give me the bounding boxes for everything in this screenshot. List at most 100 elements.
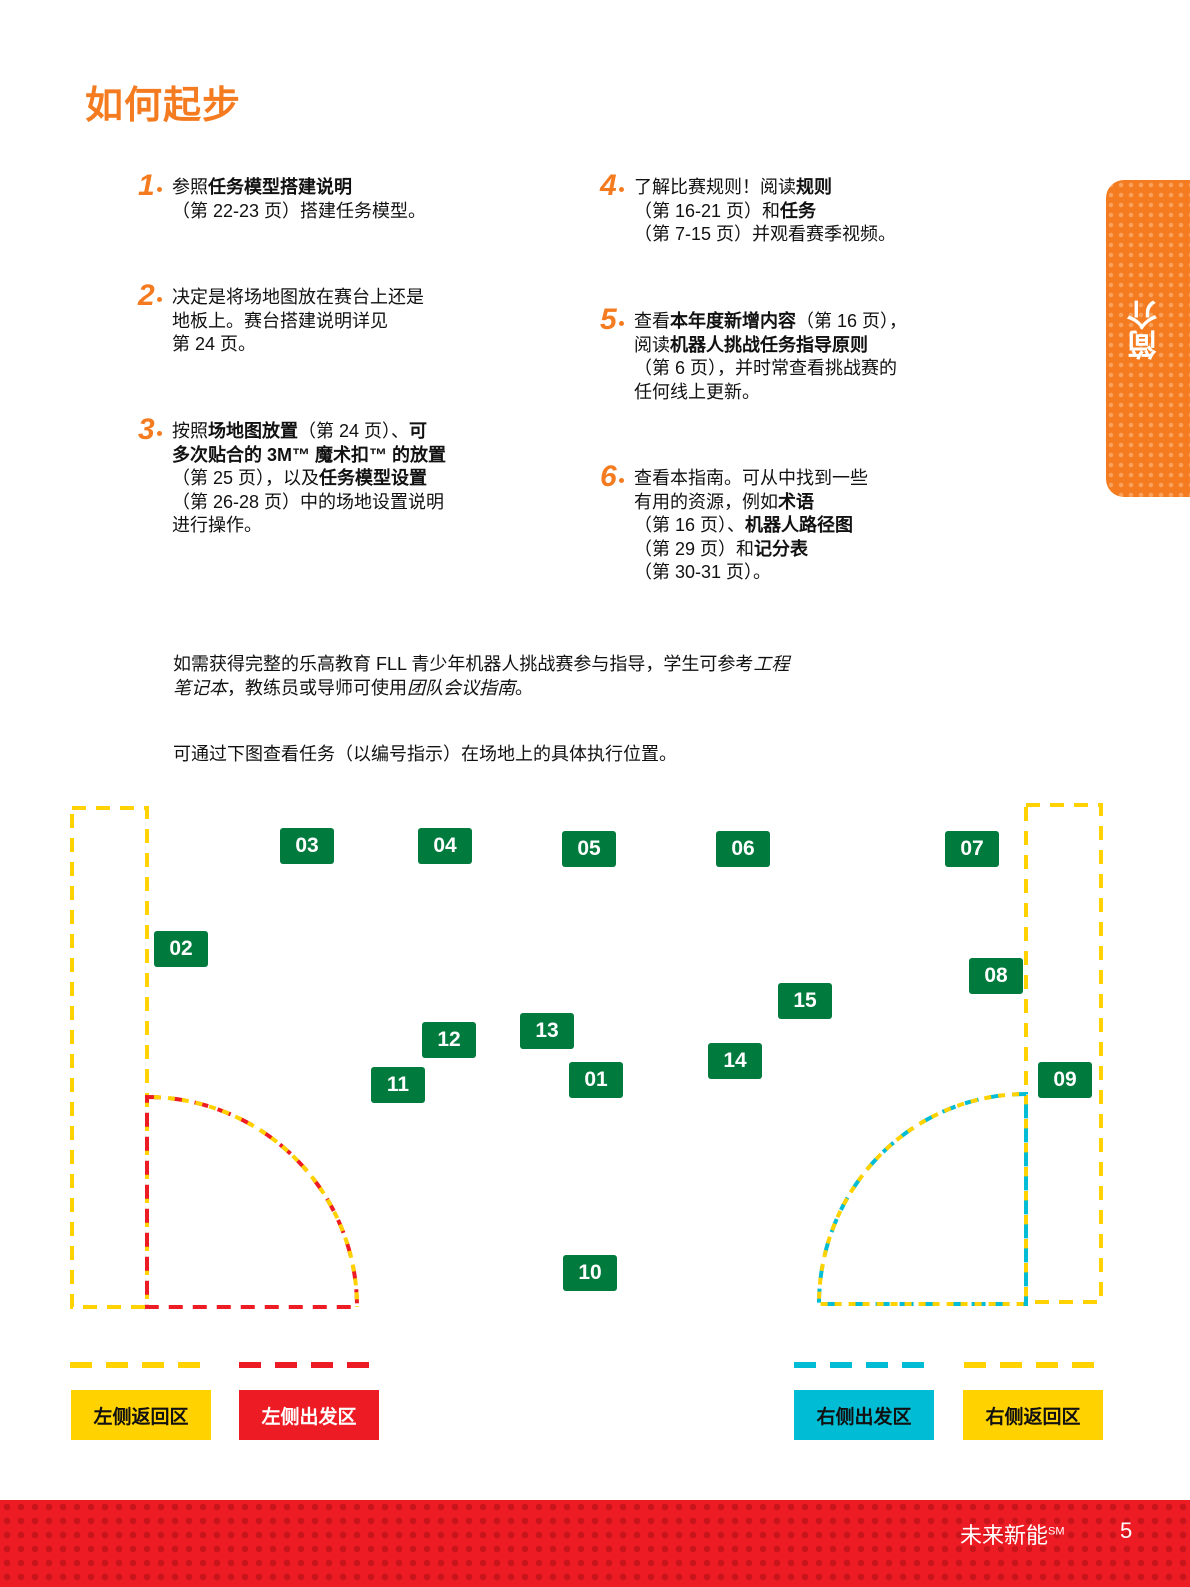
step-line: 多次贴合的 3M™ 魔术扣™ 的放置: [172, 444, 446, 468]
step-line: 地板上。赛台搭建说明详见: [172, 310, 424, 334]
step-text: 按照: [172, 421, 208, 441]
step-reference: 任务模型设置: [319, 468, 428, 488]
mission-badge-11[interactable]: 11: [371, 1067, 425, 1103]
step-2: 2 决定是将场地图放在赛台上还是地板上。赛台搭建说明详见第 24 页。: [138, 281, 424, 357]
step-text: 进行操作。: [172, 515, 262, 535]
step-number: 2: [138, 279, 162, 312]
step-line: （第 29 页）和记分表: [634, 538, 868, 562]
footer-brand: 未来新能SM: [960, 1518, 1065, 1550]
engineering-notebook-ref: 工程: [753, 654, 790, 674]
map-intro: 可通过下图查看任务（以编号指示）在场地上的具体执行位置。: [173, 744, 677, 764]
left-launch-zone-outline: [145, 1094, 360, 1309]
left-return-zone-outline: [70, 806, 149, 1309]
mission-badge-12[interactable]: 12: [422, 1022, 476, 1058]
step-reference: 场地图放置: [208, 421, 298, 441]
mission-badge-14[interactable]: 14: [708, 1043, 762, 1079]
step-text: 查看本指南。可从中找到一些: [634, 468, 868, 488]
step-reference: 任务: [780, 200, 817, 221]
step-text: 决定是将场地图放在赛台上还是: [172, 287, 424, 307]
step-text: （第 25 页），以及: [172, 468, 320, 488]
step-reference: 术语: [778, 491, 814, 512]
mission-badge-05[interactable]: 05: [562, 831, 616, 867]
right-return-zone-label: 右侧返回区: [963, 1390, 1103, 1440]
step-number: 6: [600, 460, 624, 493]
service-mark: SM: [1048, 1525, 1065, 1538]
step-text: （第 6 页），并时常查看挑战赛的: [634, 358, 898, 378]
step-line: 按照场地图放置（第 24 页）、可: [172, 420, 446, 444]
field-map: [70, 803, 1103, 1368]
mission-badge-01[interactable]: 01: [569, 1062, 623, 1098]
mission-badge-10[interactable]: 10: [563, 1255, 617, 1291]
text: ，教练员或导师可使用: [227, 678, 407, 698]
step-text: （第 16 页），: [796, 311, 908, 331]
step-line: 查看本年度新增内容（第 16 页），: [634, 310, 907, 334]
step-line: （第 30-31 页）。: [634, 561, 868, 585]
step-number: 1: [138, 169, 162, 202]
mission-badge-08[interactable]: 08: [969, 958, 1023, 994]
step-line: 查看本指南。可从中找到一些: [634, 467, 868, 491]
mission-badge-02[interactable]: 02: [154, 931, 208, 967]
right-launch-zone-outline: [816, 1091, 1028, 1306]
step-reference: 机器人挑战任务指导原则: [670, 334, 868, 355]
mission-badge-15[interactable]: 15: [778, 983, 832, 1019]
step-text: （第 16-21 页）和: [634, 200, 781, 221]
step-reference: 记分表: [754, 538, 809, 559]
step-text: 了解比赛规则！阅读: [634, 177, 796, 197]
step-text: 地板上。赛台搭建说明详见: [172, 310, 388, 331]
step-line: （第 26-28 页）中的场地设置说明: [172, 491, 446, 515]
step-text: 参照: [172, 177, 208, 197]
step-reference: 任务模型搭建说明: [208, 177, 352, 197]
step-reference: 本年度新增内容: [670, 311, 796, 331]
page-title: 如何起步: [85, 85, 242, 127]
step-line: 有用的资源，例如术语: [634, 491, 868, 515]
step-text: （第 22-23 页）搭建任务模型。: [172, 200, 427, 221]
mission-badge-04[interactable]: 04: [418, 828, 472, 864]
mission-badge-13[interactable]: 13: [520, 1013, 574, 1049]
step-line: 了解比赛规则！阅读规则: [634, 176, 896, 200]
left-launch-zone-label: 左侧出发区: [239, 1390, 379, 1440]
guidance-paragraph: 如需获得完整的乐高教育 FLL 青少年机器人挑战赛参与指导，学生可参考工程 笔记…: [173, 652, 789, 700]
footer-band: 未来新能SM 5: [0, 1500, 1190, 1587]
step-line: 阅读机器人挑战任务指导原则: [634, 334, 907, 358]
step-reference: 规则: [796, 177, 832, 197]
text: 。: [515, 678, 533, 698]
brand-text: 未来新能: [960, 1523, 1049, 1548]
step-line: （第 16-21 页）和任务: [634, 200, 896, 224]
step-line: 决定是将场地图放在赛台上还是: [172, 286, 424, 310]
step-reference: 可: [409, 421, 428, 441]
step-text: 查看: [634, 311, 670, 331]
engineering-notebook-ref: 笔记本: [173, 678, 227, 698]
step-reference: 机器人路径图: [745, 515, 854, 535]
step-reference: 多次贴合的 3M™ 魔术扣™ 的放置: [172, 444, 447, 465]
left-return-zone-label: 左侧返回区: [71, 1390, 211, 1440]
step-line: （第 7-15 页）并观看赛季视频。: [634, 223, 896, 247]
step-text: （第 26-28 页）中的场地设置说明: [172, 491, 445, 512]
step-number: 3: [138, 413, 162, 446]
step-text: （第 24 页）、: [298, 421, 410, 441]
step-line: （第 25 页），以及任务模型设置: [172, 467, 446, 491]
step-line: （第 16 页）、机器人路径图: [634, 514, 868, 538]
step-text: （第 16 页）、: [634, 515, 746, 535]
step-line: （第 22-23 页）搭建任务模型。: [172, 200, 426, 224]
mission-badge-06[interactable]: 06: [716, 831, 770, 867]
right-return-zone-outline: [1024, 803, 1103, 1304]
section-tab[interactable]: 简介: [1106, 180, 1190, 497]
text: 如需获得完整的乐高教育 FLL 青少年机器人挑战赛参与指导，学生可参考: [173, 654, 754, 674]
page-number: 5: [1120, 1518, 1133, 1543]
right-launch-zone-label: 右侧出发区: [794, 1390, 934, 1440]
step-text: 有用的资源，例如: [634, 491, 778, 512]
step-line: 任何线上更新。: [634, 381, 907, 405]
step-text: 第 24 页。: [172, 334, 257, 354]
step-line: 进行操作。: [172, 514, 446, 538]
mission-badge-09[interactable]: 09: [1038, 1062, 1092, 1098]
mission-badge-03[interactable]: 03: [280, 828, 334, 864]
step-text: 阅读: [634, 334, 670, 355]
step-line: 参照任务模型搭建说明: [172, 176, 426, 200]
mission-badge-07[interactable]: 07: [945, 831, 999, 867]
step-text: （第 7-15 页）并观看赛季视频。: [634, 224, 897, 244]
